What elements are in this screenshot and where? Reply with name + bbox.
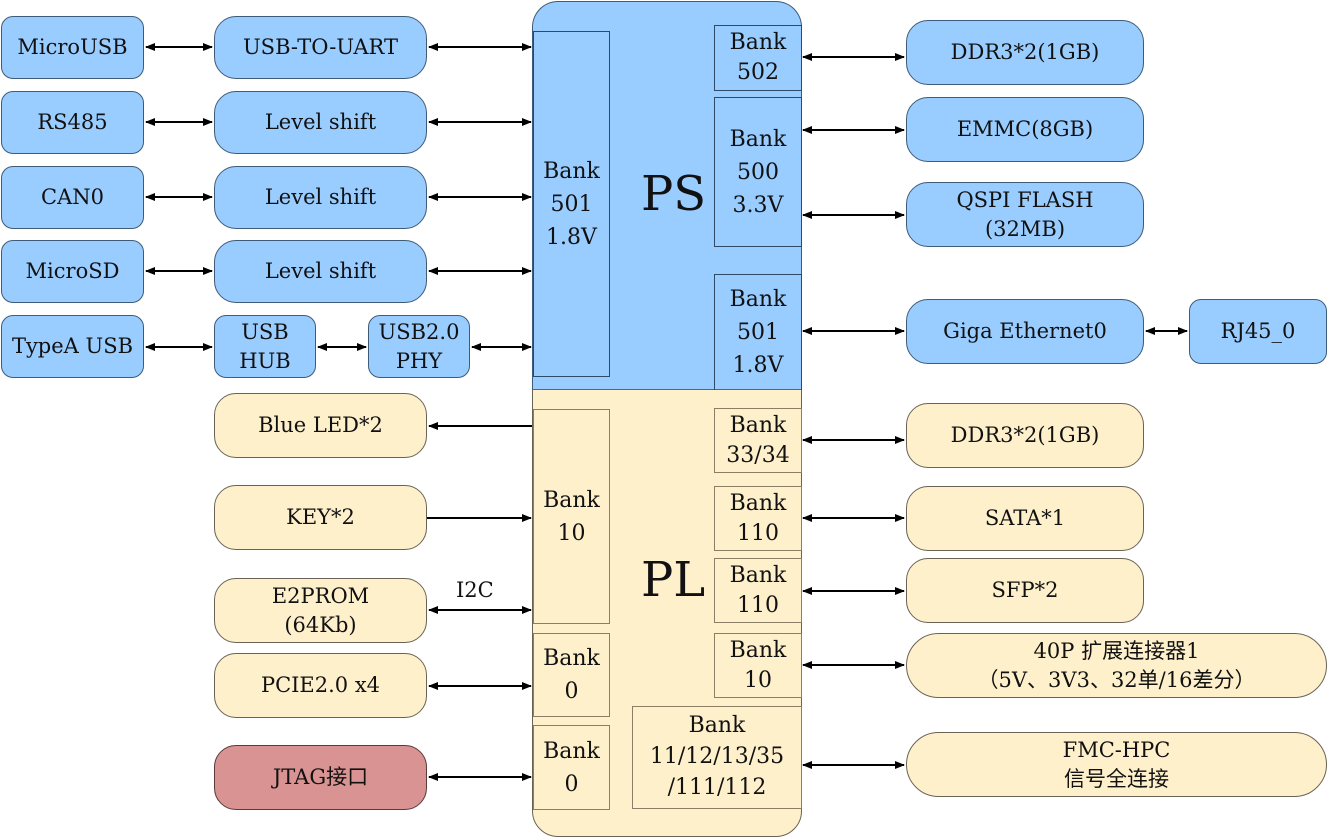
i2c-bus-label: I2C — [456, 578, 494, 602]
fmc-hpc-block: FMC-HPC 信号全连接 — [906, 732, 1327, 797]
bank-ps-500: Bank 500 3.3V — [714, 97, 802, 247]
sata-block: SATA*1 — [906, 486, 1144, 551]
pl-ddr3-block: DDR3*2(1GB) — [906, 403, 1144, 468]
blue-led-block: Blue LED*2 — [214, 393, 427, 458]
key-block: KEY*2 — [214, 485, 427, 550]
pcie-block: PCIE2.0 x4 — [214, 653, 427, 718]
rs485-block: RS485 — [1, 91, 144, 154]
bank-ps-502: Bank 502 — [714, 25, 802, 91]
microusb-block: MicroUSB — [1, 16, 144, 79]
bank-pl-multi: Bank 11/12/13/35 /111/112 — [632, 706, 802, 809]
bank-pl-10-right: Bank 10 — [714, 633, 802, 698]
e2prom-block: E2PROM (64Kb) — [214, 578, 427, 643]
giga-ethernet-block: Giga Ethernet0 — [906, 299, 1144, 364]
bank-ps-501-right: Bank 501 1.8V — [714, 274, 802, 390]
jtag-block: JTAG接口 — [214, 745, 427, 810]
sfp-block: SFP*2 — [906, 558, 1144, 623]
usb-hub-block: USB HUB — [214, 315, 316, 378]
bank-pl-33-34: Bank 33/34 — [714, 408, 802, 473]
pl-region — [532, 389, 802, 837]
bank-pl-110-a: Bank 110 — [714, 486, 802, 551]
ps-ddr3-block: DDR3*2(1GB) — [906, 20, 1144, 85]
bank-pl-0-a: Bank 0 — [533, 633, 610, 717]
rj45-block: RJ45_0 — [1189, 299, 1327, 364]
ps-region — [532, 1, 802, 390]
microsd-block: MicroSD — [1, 240, 144, 303]
bank-pl-10-left: Bank 10 — [533, 409, 610, 624]
usb-to-uart-block: USB-TO-UART — [214, 16, 427, 79]
can0-block: CAN0 — [1, 166, 144, 229]
expansion-connector-block: 40P 扩展连接器1 （5V、3V3、32单/16差分） — [906, 633, 1327, 698]
usb2-phy-block: USB2.0 PHY — [368, 315, 470, 378]
bank-pl-110-b: Bank 110 — [714, 558, 802, 623]
ps-title: PS — [641, 166, 707, 222]
bank-ps-501-left: Bank 501 1.8V — [533, 31, 610, 377]
emmc-block: EMMC(8GB) — [906, 97, 1144, 162]
level-shift-rs485-block: Level shift — [214, 91, 427, 154]
typea-usb-block: TypeA USB — [1, 315, 144, 378]
qspi-flash-block: QSPI FLASH (32MB) — [906, 182, 1144, 247]
pl-title: PL — [641, 552, 706, 608]
level-shift-sd-block: Level shift — [214, 240, 427, 303]
level-shift-can-block: Level shift — [214, 166, 427, 229]
bank-pl-0-b: Bank 0 — [533, 725, 610, 810]
